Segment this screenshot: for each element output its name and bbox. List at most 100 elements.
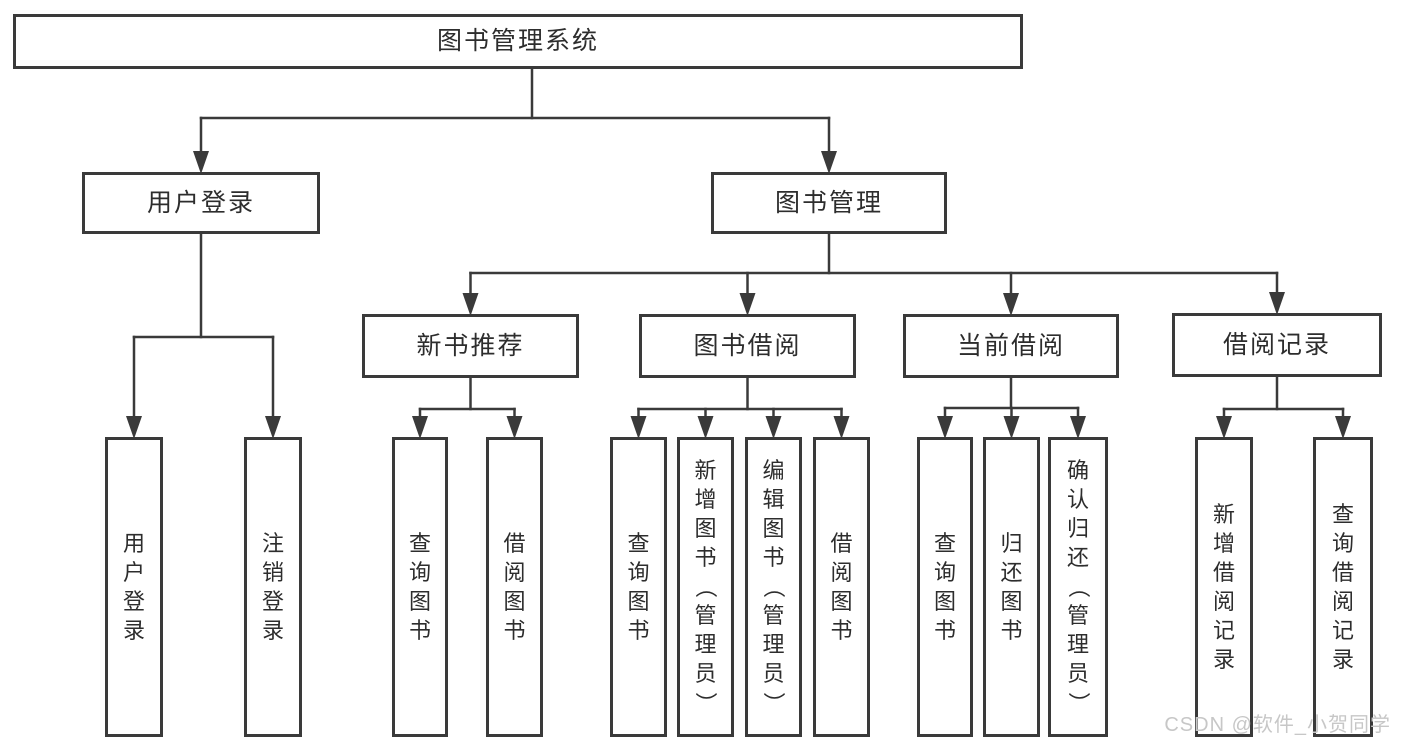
arrowhead — [462, 293, 479, 316]
label-char: 图 — [408, 588, 431, 614]
label-char: 图 — [1000, 588, 1023, 614]
label-char: 询 — [408, 559, 431, 585]
node-label-leaf-user-login: 用户登录 — [122, 530, 145, 642]
arrowhead — [193, 151, 209, 174]
label-char: 图 — [627, 588, 650, 614]
label-char: 管 — [694, 603, 717, 628]
label-char: （ — [761, 575, 787, 599]
arrowhead — [1070, 416, 1086, 439]
arrowhead — [821, 151, 837, 174]
label-char: 借 — [503, 530, 526, 556]
label-char: 户 — [122, 559, 145, 585]
node-user-login: 用户登录 — [82, 172, 320, 234]
label-char: 用 — [122, 530, 145, 556]
arrowhead — [630, 416, 647, 439]
label-char: 书 — [1000, 617, 1023, 643]
label-char: 询 — [933, 559, 956, 585]
node-label-book-borrow: 图书借阅 — [693, 331, 802, 360]
label-char: 记 — [1212, 617, 1235, 643]
node-leaf-cb-confirm: 确认归还（管理员） — [1048, 437, 1108, 737]
label-char: 录 — [1331, 646, 1354, 672]
node-label-leaf-rec-query: 查询图书 — [408, 530, 431, 643]
node-leaf-cb-return: 归还图书 — [983, 437, 1040, 737]
label-char: ） — [761, 691, 787, 715]
node-label-leaf-bb-edit: 编辑图书（管理员） — [761, 458, 787, 715]
label-char: 员 — [762, 661, 785, 686]
label-char: 理 — [762, 632, 785, 657]
node-label-leaf-rec-borrow: 借阅图书 — [503, 530, 526, 642]
label-char: 管 — [762, 603, 785, 628]
node-label-borrow-records: 借阅记录 — [1222, 330, 1331, 359]
label-char: 新 — [694, 458, 717, 483]
label-char: ） — [693, 691, 719, 715]
node-leaf-br-query: 查询借阅记录 — [1313, 437, 1373, 737]
label-char: 书 — [762, 545, 785, 570]
label-char: 确 — [1066, 458, 1089, 483]
label-char: 归 — [1066, 516, 1089, 541]
node-leaf-bb-query: 查询图书 — [610, 437, 667, 737]
label-char: 借 — [830, 530, 853, 556]
label-char: 注 — [261, 530, 284, 556]
node-leaf-rec-query: 查询图书 — [392, 437, 448, 737]
arrowhead — [833, 416, 850, 439]
label-char: 新 — [1212, 501, 1235, 527]
arrowhead — [265, 416, 281, 439]
label-char: 认 — [1066, 487, 1089, 512]
node-label-leaf-bb-borrow: 借阅图书 — [830, 530, 853, 643]
node-leaf-logout: 注销登录 — [244, 437, 302, 737]
node-leaf-bb-edit: 编辑图书（管理员） — [745, 437, 802, 737]
node-leaf-cb-query: 查询图书 — [917, 437, 973, 737]
label-char: 询 — [627, 559, 650, 585]
label-char: 录 — [1212, 646, 1235, 672]
label-char: 还 — [1000, 559, 1023, 585]
node-label-leaf-logout: 注销登录 — [261, 530, 284, 643]
arrowhead — [506, 416, 523, 439]
node-new-book-rec: 新书推荐 — [362, 314, 579, 378]
arrowhead — [765, 416, 782, 439]
label-char: 录 — [261, 617, 284, 643]
node-leaf-bb-add: 新增图书（管理员） — [677, 437, 734, 737]
label-char: 查 — [408, 530, 431, 556]
node-label-leaf-br-add: 新增借阅记录 — [1212, 501, 1235, 672]
node-root: 图书管理系统 — [13, 14, 1023, 69]
node-book-mgmt: 图书管理 — [711, 172, 947, 234]
node-label-current-borrow: 当前借阅 — [956, 331, 1065, 360]
arrowhead — [126, 416, 142, 439]
label-char: 查 — [933, 530, 956, 556]
arrowhead — [1335, 416, 1351, 439]
node-label-leaf-bb-add: 新增图书（管理员） — [693, 458, 719, 715]
node-label-leaf-bb-query: 查询图书 — [627, 532, 650, 643]
label-char: 还 — [1066, 545, 1089, 570]
label-char: 书 — [694, 545, 717, 570]
label-char: 记 — [1331, 617, 1354, 643]
label-char: 图 — [830, 588, 853, 614]
label-char: 归 — [1000, 530, 1023, 556]
label-char: 销 — [261, 559, 284, 585]
label-char: 理 — [1066, 632, 1089, 657]
label-char: 阅 — [503, 559, 526, 585]
label-char: 理 — [694, 632, 717, 657]
arrowhead — [1003, 293, 1019, 316]
node-label-user-login: 用户登录 — [146, 188, 255, 217]
node-borrow-records: 借阅记录 — [1172, 313, 1382, 377]
node-current-borrow: 当前借阅 — [903, 314, 1119, 378]
label-char: 图 — [503, 588, 526, 614]
node-leaf-user-login: 用户登录 — [105, 437, 163, 737]
node-label-leaf-cb-query: 查询图书 — [933, 530, 956, 642]
node-label-book-mgmt: 图书管理 — [774, 188, 883, 217]
label-char: 辑 — [762, 487, 785, 512]
label-char: 阅 — [1212, 588, 1235, 614]
label-char: 编 — [762, 458, 785, 483]
node-label-leaf-br-query: 查询借阅记录 — [1331, 503, 1354, 672]
node-label-leaf-cb-return: 归还图书 — [1000, 530, 1023, 643]
node-leaf-bb-borrow: 借阅图书 — [813, 437, 870, 737]
node-leaf-rec-borrow: 借阅图书 — [486, 437, 543, 737]
label-char: 书 — [830, 617, 853, 643]
label-char: （ — [1065, 575, 1091, 599]
label-char: 书 — [408, 617, 431, 643]
node-label-new-book-rec: 新书推荐 — [416, 331, 525, 360]
label-char: 书 — [627, 617, 650, 643]
label-char: ） — [1065, 691, 1091, 715]
